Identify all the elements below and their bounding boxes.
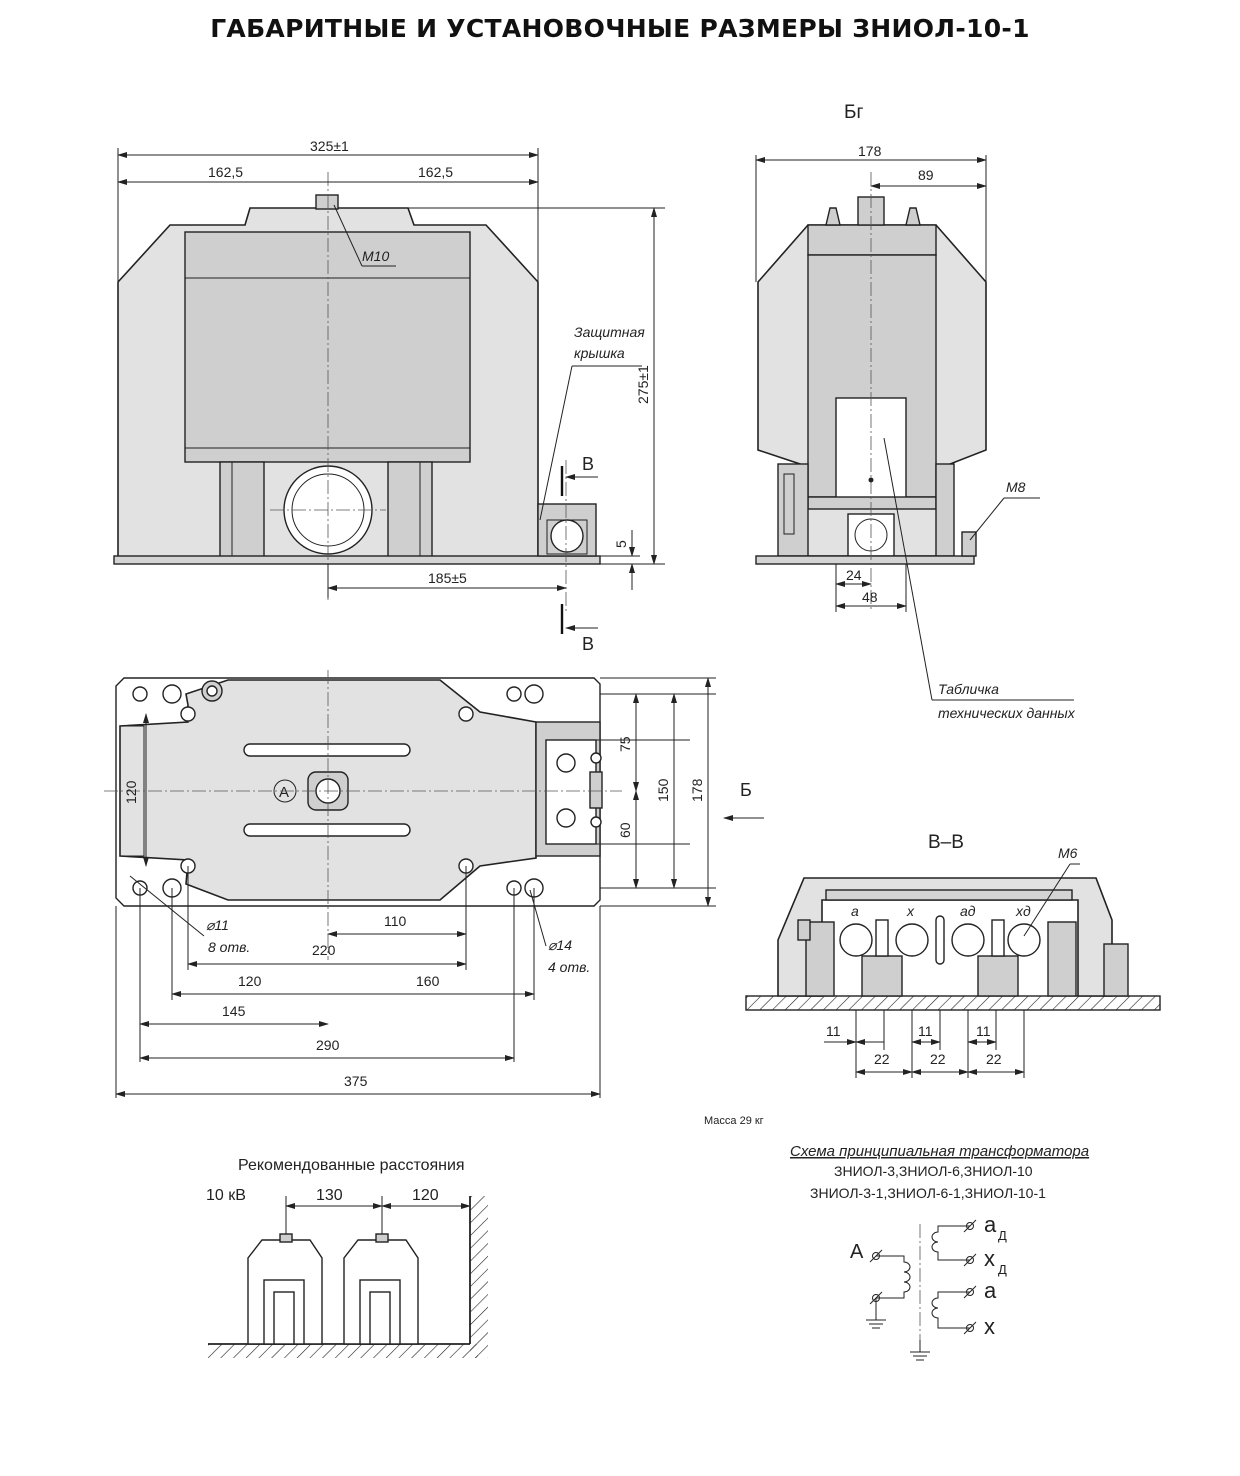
recommended-title: Рекомендованные расстояния: [238, 1157, 465, 1174]
section-terminals: [839, 915, 1041, 997]
terminal-a: а: [851, 903, 859, 919]
front-view: 325±1 162,5 162,5 275±1 5 185±5 М10 Защи…: [113, 138, 665, 654]
dim-162-left: 162,5: [208, 164, 243, 180]
terminal-ad: ад: [960, 903, 976, 919]
schematic: Схема принципиальная трансформатора ЗНИО…: [790, 1143, 1089, 1361]
front-base-plate: [113, 555, 601, 565]
side-bolt-m8: [961, 531, 977, 557]
schematic-xd: х: [984, 1246, 995, 1271]
front-core: [184, 231, 471, 463]
side-view: Бг 178 89 24 48: [755, 102, 1076, 721]
front-bolt-m10: [315, 194, 339, 210]
label-hole-14-count: 4 отв.: [548, 959, 590, 975]
plan-view: А 120: [104, 670, 764, 1098]
dim-11-b: 11: [918, 1023, 933, 1039]
section-base: [745, 995, 1161, 1011]
section-mark-top: В: [582, 454, 594, 474]
front-foot-left: [219, 461, 265, 559]
section-label: В–В: [928, 832, 964, 853]
label-cover-2: крышка: [574, 345, 625, 361]
front-foot-right: [387, 461, 433, 559]
recommended-voltage: 10 кВ: [206, 1187, 246, 1204]
view-arrow-b: Б: [740, 780, 752, 800]
label-hole-11: ⌀11: [206, 917, 229, 933]
dim-75: 75: [617, 736, 633, 752]
view-label-bg: Бг: [844, 102, 863, 123]
dim-89: 89: [918, 167, 934, 183]
schematic-a: а: [984, 1278, 997, 1303]
dim-11-a: 11: [826, 1023, 841, 1039]
schematic-primary-a: А: [850, 1241, 864, 1263]
schematic-title: Схема принципиальная трансформатора: [790, 1143, 1089, 1160]
dim-22-a: 22: [874, 1051, 890, 1067]
label-cover-1: Защитная: [574, 324, 645, 340]
plan-slot-bottom: [243, 823, 411, 837]
dim-185: 185±5: [428, 570, 467, 586]
dim-220: 220: [312, 942, 336, 958]
recommended-distances: Рекомендованные расстояния 10 кВ 130 120: [206, 1157, 488, 1358]
plan-slot-top: [243, 743, 411, 757]
section-mark-bottom: В: [582, 634, 594, 654]
dim-5: 5: [613, 540, 629, 548]
label-plate-1: Табличка: [938, 681, 999, 697]
dim-178-plan: 178: [689, 778, 705, 802]
drawing-title: ГАБАРИТНЫЕ И УСТАНОВОЧНЫЕ РАЗМЕРЫ ЗНИОЛ-…: [210, 14, 1030, 43]
rec-dim-120: 120: [412, 1187, 439, 1204]
label-m8: М8: [1006, 479, 1026, 495]
dim-162-right: 162,5: [418, 164, 453, 180]
dim-11-c: 11: [976, 1023, 991, 1039]
label-m10: М10: [362, 248, 389, 264]
schematic-line2: ЗНИОЛ-3,ЗНИОЛ-6,ЗНИОЛ-10: [834, 1163, 1033, 1179]
rec-dim-130: 130: [316, 1187, 343, 1204]
dim-110: 110: [384, 913, 407, 929]
dim-24: 24: [846, 567, 862, 583]
dim-60: 60: [617, 822, 633, 838]
dim-275: 275±1: [635, 365, 651, 404]
section-view: В–В а х ад хд М6: [745, 832, 1161, 1078]
label-hole-14: ⌀14: [548, 937, 572, 953]
label-plate-2: технических данных: [938, 705, 1076, 721]
dim-290: 290: [316, 1037, 340, 1053]
dim-160: 160: [416, 973, 440, 989]
schematic-line3: ЗНИОЛ-3-1,ЗНИОЛ-6-1,ЗНИОЛ-10-1: [810, 1185, 1046, 1201]
schematic-ad: а: [984, 1212, 997, 1237]
dim-120-left: 120: [123, 780, 139, 804]
terminal-xd: хд: [1015, 903, 1031, 919]
dim-48: 48: [862, 589, 878, 605]
dim-145: 145: [222, 1003, 246, 1019]
dim-178-side: 178: [858, 143, 882, 159]
plan-terminal-a: А: [279, 784, 289, 801]
dim-22-b: 22: [930, 1051, 946, 1067]
terminal-x: х: [906, 903, 915, 919]
dim-150: 150: [655, 778, 671, 802]
label-hole-11-count: 8 отв.: [208, 939, 250, 955]
schematic-x: х: [984, 1314, 995, 1339]
schematic-xd-sub: Д: [998, 1262, 1007, 1277]
side-base-plate: [755, 555, 975, 565]
mass-label: Масса 29 кг: [704, 1115, 764, 1127]
dim-325: 325±1: [310, 138, 349, 154]
dim-375: 375: [344, 1073, 368, 1089]
label-m6: М6: [1058, 845, 1078, 861]
schematic-ad-sub: Д: [998, 1228, 1007, 1243]
dim-120-bottom: 120: [238, 973, 262, 989]
dim-22-c: 22: [986, 1051, 1002, 1067]
